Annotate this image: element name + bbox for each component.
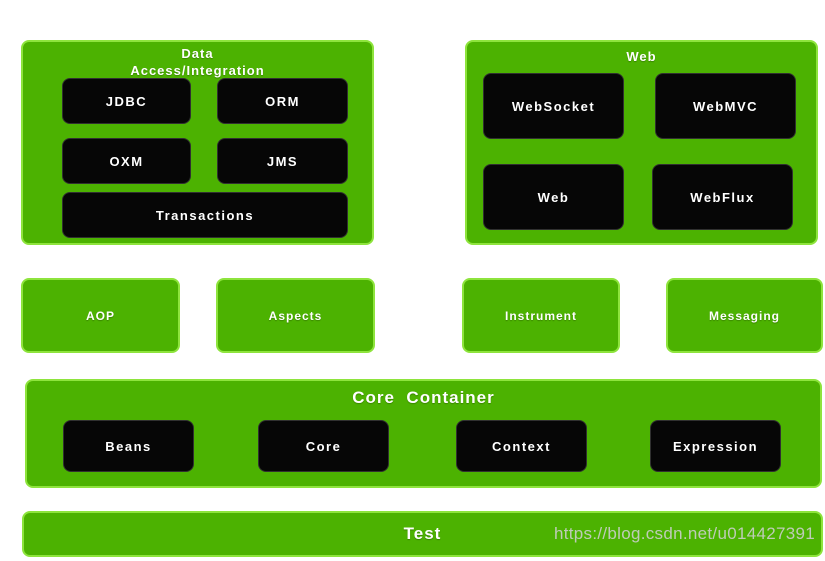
panel-title-web: Web <box>626 49 657 64</box>
module-label: JDBC <box>105 93 148 109</box>
module-jms: JMS <box>217 138 348 184</box>
module-label: Context <box>492 438 551 454</box>
module-label: OXM <box>109 153 144 169</box>
module-aspects: Aspects <box>216 278 375 353</box>
panel-web: Web WebSocket WebMVC Web WebFlux <box>465 40 818 245</box>
module-label: Beans <box>105 438 152 454</box>
module-label: WebMVC <box>692 98 759 114</box>
module-core: Core <box>258 420 389 472</box>
module-label: Messaging <box>708 308 780 323</box>
module-transactions: Transactions <box>62 192 348 238</box>
module-web: Web <box>483 164 624 230</box>
module-expression: Expression <box>650 420 781 472</box>
module-label: WebSocket <box>511 98 596 114</box>
module-oxm: OXM <box>62 138 191 184</box>
module-webflux: WebFlux <box>652 164 793 230</box>
module-messaging: Messaging <box>666 278 823 353</box>
module-label: Expression <box>672 438 759 454</box>
module-label: JMS <box>266 153 299 169</box>
module-context: Context <box>456 420 587 472</box>
panel-title-data-access: Data Access/Integration <box>130 46 265 78</box>
panel-test: Test https://blog.csdn.net/u014427391 <box>22 511 823 557</box>
module-orm: ORM <box>217 78 348 124</box>
module-label: ORM <box>265 93 300 109</box>
module-instrument: Instrument <box>462 278 620 353</box>
panel-title-core-container: Core Container <box>352 388 495 407</box>
module-label: AOP <box>85 308 115 323</box>
panel-core-container: Core Container Beans Core Context Expres… <box>25 379 822 488</box>
module-aop: AOP <box>21 278 180 353</box>
module-label: Transactions <box>155 207 255 223</box>
module-websocket: WebSocket <box>483 73 624 139</box>
panel-title-test: Test <box>403 524 442 543</box>
module-label: Web <box>537 189 570 205</box>
module-jdbc: JDBC <box>62 78 191 124</box>
module-label: Core <box>305 438 342 454</box>
csdn-watermark-url: https://blog.csdn.net/u014427391 <box>553 524 815 543</box>
module-label: Instrument <box>504 308 577 323</box>
module-label: Aspects <box>268 308 323 323</box>
module-label: WebFlux <box>690 189 755 205</box>
module-beans: Beans <box>63 420 194 472</box>
module-webmvc: WebMVC <box>655 73 796 139</box>
panel-data-access-integration: Data Access/Integration JDBC ORM OXM JMS… <box>21 40 374 245</box>
